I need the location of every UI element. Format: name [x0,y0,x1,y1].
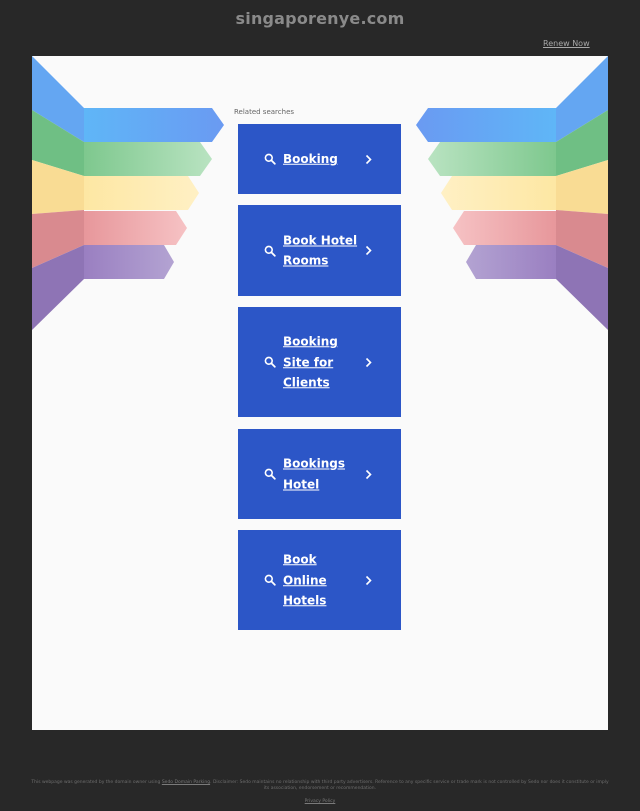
related-searches-label: Related searches [234,108,295,116]
search-link-booking[interactable]: Booking [238,124,401,194]
search-icon [263,152,277,166]
search-link-book-hotel-rooms[interactable]: Book Hotel Rooms [238,205,401,296]
footer-disclaimer: This webpage was generated by the domain… [30,780,610,792]
main-panel: Related searches Booking Book Hotel Room… [32,56,608,730]
chevron-right-icon [363,153,373,165]
search-icon [263,244,277,258]
renew-now-link[interactable]: Renew Now [543,39,590,48]
search-link-label: Booking Site for Clients [283,334,338,390]
search-link-book-online-hotels[interactable]: Book Online Hotels [238,530,401,630]
search-link-bookings-hotel[interactable]: Bookings Hotel [238,429,401,519]
decorative-ribbons [32,56,608,330]
search-link-booking-site-for-clients[interactable]: Booking Site for Clients [238,307,401,417]
disclaimer-text-end: . Disclaimer: Sedo maintains no relation… [210,780,609,791]
search-link-label: Booking [283,151,338,166]
disclaimer-text-start: This webpage was generated by the domain… [31,780,161,785]
chevron-right-icon [363,468,373,480]
search-link-label: Book Hotel Rooms [283,233,358,268]
search-icon [263,355,277,369]
site-title: singaporenye.com [235,9,405,28]
chevron-right-icon [363,574,373,586]
chevron-right-icon [363,245,373,257]
sedo-parking-link[interactable]: Sedo Domain Parking [161,780,211,785]
search-link-label: Bookings Hotel [283,456,346,492]
search-icon [263,573,277,587]
search-link-label: Book Online Hotels [283,552,327,608]
privacy-policy-link[interactable]: Privacy Policy [304,799,336,804]
chevron-right-icon [363,356,373,368]
search-icon [263,467,277,481]
